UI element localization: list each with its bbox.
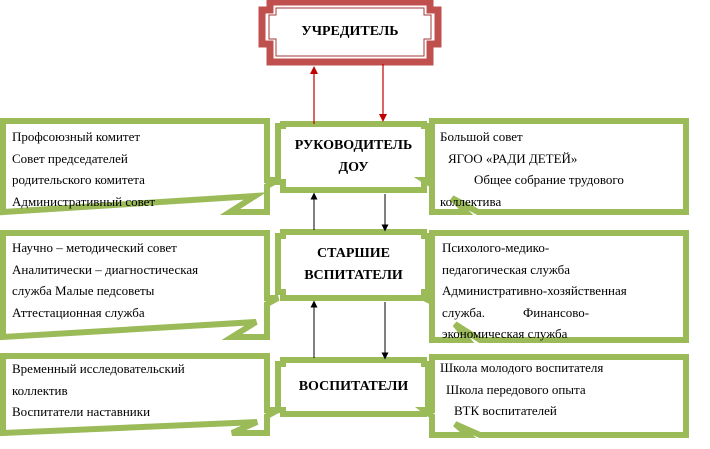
right-text-row2: Психолого-медико- педагогическая служба … [442, 237, 627, 345]
right-row2-line-3: Административно-хозяйственная [442, 283, 627, 299]
left-frame-row1 [0, 118, 280, 216]
left-row3-line-3: Воспитатели наставники [12, 404, 151, 420]
left-row1-line-4: Административный совет [12, 193, 156, 209]
left-row1-line-1: Профсоюзный комитет [12, 129, 141, 144]
left-text-row3: Временный исследовательский коллектив Во… [12, 358, 185, 423]
left-row3-line-2: коллектив [12, 382, 68, 398]
left-row1-line-3: родительского комитета [12, 172, 145, 188]
left-text-row2: Научно – методический совет Аналитически… [12, 237, 198, 323]
right-frame-row3 [415, 354, 689, 438]
center-senior-line-1: СТАРШИЕ [316, 246, 390, 261]
left-row2-line-3: служба Малые педсоветы [12, 283, 155, 299]
center-frame-head [275, 121, 431, 193]
right-row1-line-4: коллектива [440, 193, 502, 209]
center-label-senior: СТАРШИЕ ВСПИТАТЕЛИ [283, 236, 424, 294]
left-row3-line-1: Временный исследовательский [12, 361, 185, 376]
center-senior-line-2: ВСПИТАТЕЛИ [304, 268, 403, 283]
right-row1-line-1: Большой совет [440, 129, 523, 144]
left-row1-line-2: Совет председателей [12, 150, 128, 166]
right-row2-line-2: педагогическая служба [442, 261, 571, 277]
left-text-row1: Профсоюзный комитет Совет председателей … [12, 126, 155, 212]
right-row3-line-2: Школа передового опыта [446, 381, 586, 397]
center-tutors-line-1: ВОСПИТАТЕЛИ [298, 379, 409, 394]
right-frame-row2 [422, 230, 689, 343]
left-frame-row3 [0, 353, 280, 437]
right-row1-line-2: ЯГОО «РАДИ ДЕТЕЙ» [448, 150, 578, 166]
right-row2-line-6: экономическая служба [442, 326, 568, 342]
right-row3-line-3: ВТК воспитателей [454, 403, 557, 419]
right-row2-line-1: Психолого-медико- [442, 240, 550, 255]
left-row2-line-1: Научно – методический совет [12, 240, 177, 255]
right-text-row3: Школа молодого воспитателя Школа передов… [440, 357, 603, 422]
center-frame-tutors [275, 357, 431, 417]
right-row2-line-5: Финансово- [523, 304, 590, 320]
left-row2-line-4: Аттестационная служба [12, 304, 145, 320]
founder-title-box: УЧРЕДИТЕЛЬ [272, 8, 428, 56]
center-label-head: РУКОВОДИТЕЛЬ ДОУ [283, 128, 424, 186]
right-text-row1: Большой совет ЯГОО «РАДИ ДЕТЕЙ» Общее со… [440, 126, 624, 212]
left-row2-line-2: Аналитически – диагностическая [12, 261, 199, 277]
founder-frame [258, 0, 442, 66]
right-row1-line-3: Общее собрание трудового [474, 172, 624, 188]
founder-title: УЧРЕДИТЕЛЬ [301, 24, 399, 39]
right-frame-row1 [413, 118, 689, 215]
center-head-line-2: ДОУ [338, 160, 369, 175]
right-row3-line-1: Школа молодого воспитателя [440, 360, 604, 375]
left-frame-row2 [0, 230, 280, 341]
center-head-line-1: РУКОВОДИТЕЛЬ [294, 138, 413, 153]
center-label-tutors: ВОСПИТАТЕЛИ [283, 364, 424, 410]
right-row2-line-4: служба. [442, 304, 486, 320]
